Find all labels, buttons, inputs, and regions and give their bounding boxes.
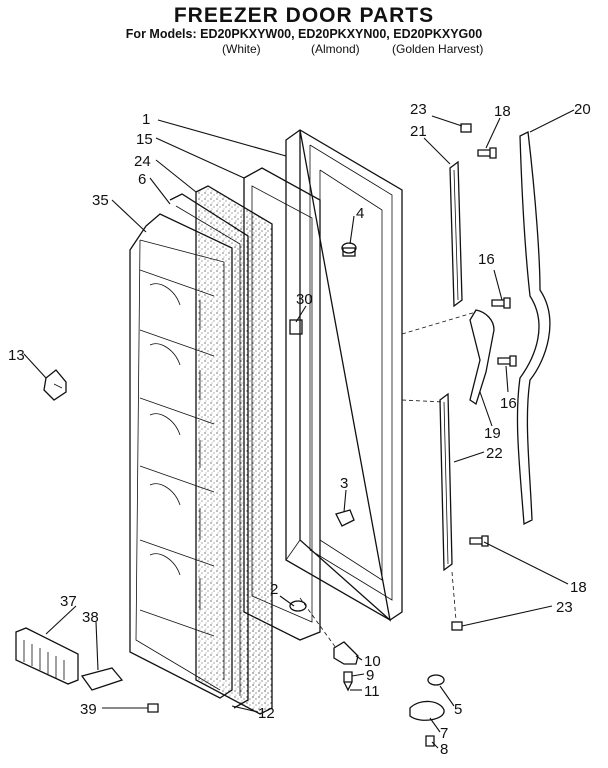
models-line: For Models: ED20PKXYW00, ED20PKXYN00, ED… — [125, 27, 483, 41]
callout-19: 19 — [484, 425, 501, 442]
outer-door-panel — [285, 129, 403, 622]
callout-16-upper: 16 — [478, 251, 495, 268]
breaker-strip — [169, 193, 249, 709]
bottom-hinge-parts — [147, 641, 445, 747]
callout-37: 37 — [60, 593, 77, 610]
callout-39: 39 — [80, 701, 97, 718]
callout-21: 21 — [410, 123, 427, 140]
callout-7: 7 — [440, 725, 448, 742]
callout-4: 4 — [356, 205, 364, 222]
callout-18-bottom: 18 — [570, 579, 587, 596]
color-white: (White) — [222, 42, 261, 56]
page-title: FREEZER DOOR PARTS — [173, 4, 435, 27]
callout-18-top: 18 — [494, 103, 511, 120]
screws-and-caps — [451, 123, 517, 631]
callout-15: 15 — [136, 131, 153, 148]
hinge-bracket-13 — [43, 369, 67, 401]
callout-20: 20 — [574, 101, 591, 118]
callout-24: 24 — [134, 153, 151, 170]
handle-bracket-19 — [469, 309, 495, 406]
callout-5: 5 — [454, 701, 462, 718]
inner-door-liner — [129, 213, 233, 699]
callout-11: 11 — [364, 683, 380, 700]
callout-12: 12 — [258, 705, 275, 722]
callout-6: 6 — [138, 171, 146, 188]
callout-30: 30 — [296, 291, 313, 308]
color-almond: (Almond) — [311, 42, 360, 56]
insulation-foam — [195, 185, 273, 715]
callout-10: 10 — [364, 653, 381, 670]
handle-rails — [439, 160, 463, 572]
callout-23-bottom: 23 — [556, 599, 573, 616]
callout-35: 35 — [92, 192, 109, 209]
leader-lines — [23, 109, 575, 749]
door-handle-20 — [516, 131, 551, 526]
callout-3: 3 — [340, 475, 348, 492]
callout-16-lower: 16 — [500, 395, 517, 412]
callout-9: 9 — [366, 667, 374, 684]
callout-numbers: 1 15 24 6 35 13 4 30 3 2 23 18 21 20 16 … — [8, 101, 591, 758]
callout-22: 22 — [486, 445, 503, 462]
callout-1: 1 — [142, 111, 150, 128]
callout-23-top: 23 — [410, 101, 427, 118]
color-golden-harvest: (Golden Harvest) — [392, 42, 484, 56]
kick-plate — [15, 627, 124, 691]
callout-38: 38 — [82, 609, 99, 626]
callout-13: 13 — [8, 347, 25, 364]
callout-8: 8 — [440, 741, 448, 758]
callout-2: 2 — [270, 581, 278, 598]
